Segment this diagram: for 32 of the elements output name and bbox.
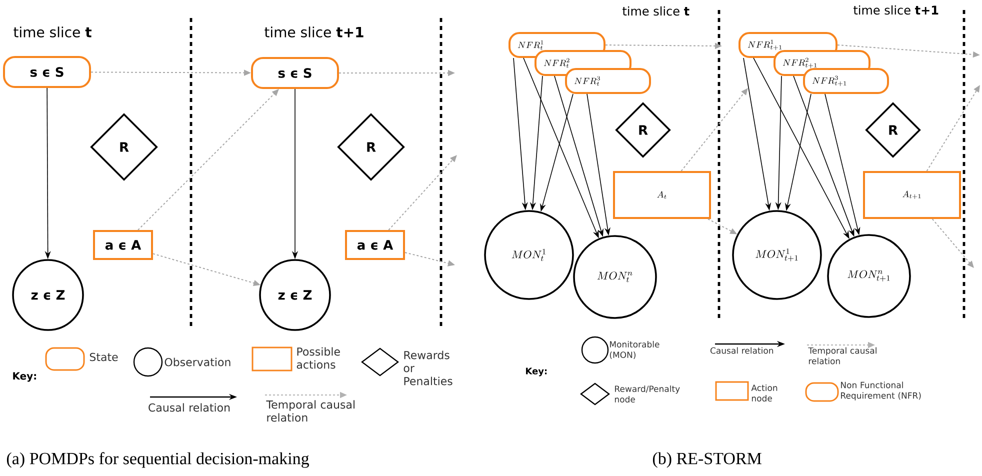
caption: (b) RE-STORM (652, 452, 762, 468)
legend-text: Action node (751, 384, 778, 402)
legend-text: Non Functional Requirement (NFR) (841, 382, 921, 400)
legend-text: Causal relation (148, 403, 230, 412)
legend-text: Rewards or Penalties (404, 350, 452, 386)
requirement-box: $NFR^{3}_{t}$ (565, 68, 651, 94)
legend-text: Monitorable (MON) (610, 340, 660, 360)
action-box: $A_{t}$ (613, 171, 711, 219)
requirement-box: $NFR^{3}_{t+1}$ (803, 68, 889, 94)
action-box: $A_{t+1}$ (863, 171, 961, 219)
time-slice-label: time slice t+1 (854, 5, 938, 15)
action-box: a ϵ A (93, 230, 153, 260)
legend-text: Temporal causal relation (266, 400, 354, 422)
arrow (680, 88, 748, 172)
time-slice-label: time slice t+1 (264, 26, 364, 38)
state-box: s ϵ S (3, 56, 92, 88)
legend-text: Reward/Penalty node (614, 385, 680, 403)
time-slice-label: time slice t (14, 26, 92, 38)
legend-text: Causal relation (710, 347, 774, 354)
legend-text: State (90, 352, 118, 362)
action-box: a ϵ A (345, 230, 405, 260)
legend-text: Observation (164, 358, 230, 366)
key-label: Key: (526, 368, 547, 376)
key-label: Key: (13, 372, 36, 382)
arrow (388, 155, 457, 230)
state-box: s ϵ S (251, 57, 339, 89)
time-slice-label: time slice t (622, 6, 690, 16)
arrow (138, 89, 279, 230)
caption: (a) POMDPs for sequential decision-making (6, 452, 309, 468)
legend-text: Temporal causal relation (808, 347, 876, 364)
arrow (932, 218, 974, 268)
legend-text: Possible actions (296, 347, 340, 369)
